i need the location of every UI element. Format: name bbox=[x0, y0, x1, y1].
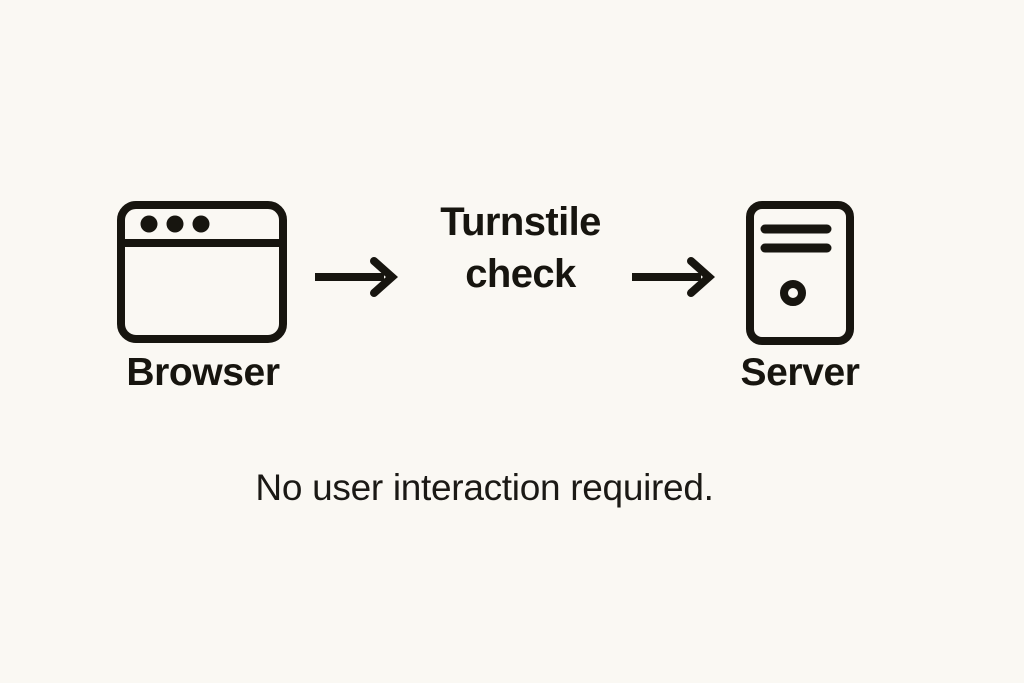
arrow-right-icon bbox=[312, 257, 399, 297]
diagram-caption: No user interaction required. bbox=[255, 467, 714, 508]
browser-window-icon bbox=[117, 195, 287, 343]
turnstile-check-line-2: check bbox=[465, 252, 576, 296]
turnstile-check-label: Turnstile check bbox=[398, 196, 643, 300]
node-server-label: Server bbox=[740, 351, 860, 394]
server-tower-icon bbox=[746, 195, 854, 345]
node-browser-label: Browser bbox=[126, 351, 280, 394]
node-server: Server bbox=[705, 195, 895, 410]
node-browser: Browser bbox=[113, 195, 293, 410]
arrow-right-icon bbox=[629, 257, 716, 297]
turnstile-check-line-1: Turnstile bbox=[440, 200, 601, 244]
